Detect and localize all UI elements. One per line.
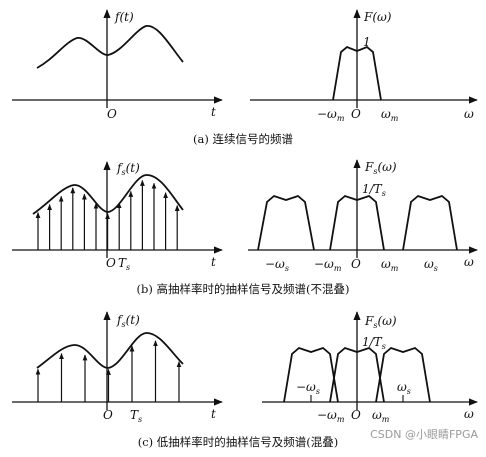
origin-label: O bbox=[103, 408, 113, 422]
panel-c-spectrum-plot: Fs(ω) 1/Ts −ωs ωs −ωm O ωm ω bbox=[262, 311, 478, 424]
func-label: F(ω) bbox=[363, 10, 392, 24]
panel-b-time-plot: fs(t) O Ts t bbox=[12, 161, 223, 272]
axis-label: ω bbox=[464, 407, 474, 421]
func-label: Fs(ω) bbox=[364, 160, 397, 176]
caption-c: (c) 低抽样率时的抽样信号及频谱(混叠) bbox=[138, 435, 339, 449]
axis-label: t bbox=[211, 105, 216, 119]
neg-wm-label: −ωm bbox=[317, 408, 345, 424]
wm-label: ωm bbox=[372, 408, 390, 424]
spectrum-copy-pos bbox=[375, 346, 431, 403]
panel-b: fs(t) O Ts t Fs(ω) 1/Ts −ωs −ωm O ωm ωs … bbox=[12, 159, 478, 296]
ts-label: Ts bbox=[130, 408, 142, 424]
origin-label: O bbox=[106, 256, 116, 270]
panel-a-time-plot: f(t) O t bbox=[12, 9, 223, 121]
ws-label: ωs bbox=[397, 380, 411, 396]
origin-label: O bbox=[351, 257, 361, 271]
origin-label: O bbox=[351, 408, 361, 422]
watermark: CSDN @小眼睛FPGA bbox=[370, 428, 478, 441]
panel-b-spectrum-plot: Fs(ω) 1/Ts −ωs −ωm O ωm ωs ω bbox=[248, 159, 478, 273]
caption-a: (a) 连续信号的频谱 bbox=[193, 132, 293, 146]
envelope-curve bbox=[32, 174, 184, 215]
panel-a-spectrum-plot: F(ω) 1 −ωm O ωm ω bbox=[250, 9, 478, 123]
peak-label: 1/Ts bbox=[362, 335, 386, 351]
origin-label: O bbox=[107, 107, 117, 121]
spectrum-copy-neg bbox=[257, 194, 315, 251]
panel-c-time-plot: fs(t) O Ts t bbox=[12, 311, 223, 424]
spectrum-copy-center bbox=[329, 346, 385, 403]
envelope-curve bbox=[36, 332, 184, 369]
spectrum-shape bbox=[332, 45, 382, 101]
neg-wm-label: −ωm bbox=[314, 257, 342, 273]
wm-label: ωm bbox=[381, 107, 399, 123]
origin-label: O bbox=[351, 107, 361, 121]
peak-label: 1 bbox=[363, 35, 371, 49]
func-label: Fs(ω) bbox=[364, 314, 397, 330]
axis-label: ω bbox=[464, 107, 474, 121]
func-label: fs(t) bbox=[116, 161, 140, 177]
spectrum-copy-pos bbox=[402, 194, 458, 251]
wm-label: ωm bbox=[381, 257, 399, 273]
axis-label: t bbox=[211, 407, 216, 421]
axis-label: t bbox=[211, 255, 216, 269]
impulse-train bbox=[35, 340, 182, 402]
neg-ws-label: −ωs bbox=[296, 380, 320, 396]
neg-ws-label: −ωs bbox=[265, 257, 289, 273]
func-label: f(t) bbox=[114, 10, 134, 24]
impulse-train bbox=[35, 179, 180, 250]
spectrum-copy-center bbox=[329, 194, 385, 251]
panel-c: fs(t) O Ts t Fs(ω) 1/Ts −ωs ωs −ωm O ωm … bbox=[12, 311, 478, 449]
ts-label: Ts bbox=[118, 256, 130, 272]
func-label: fs(t) bbox=[116, 313, 140, 329]
spectrum-copy-neg bbox=[283, 346, 339, 403]
panel-a: f(t) O t F(ω) 1 −ωm O ωm ω (a) 连续信号的频谱 bbox=[12, 9, 478, 146]
signal-curve bbox=[36, 25, 184, 69]
neg-wm-label: −ωm bbox=[317, 107, 345, 123]
ws-label: ωs bbox=[424, 257, 438, 273]
axis-label: ω bbox=[464, 255, 474, 269]
caption-b: (b) 高抽样率时的抽样信号及频谱(不混叠) bbox=[137, 282, 350, 296]
peak-label: 1/Ts bbox=[362, 182, 386, 198]
